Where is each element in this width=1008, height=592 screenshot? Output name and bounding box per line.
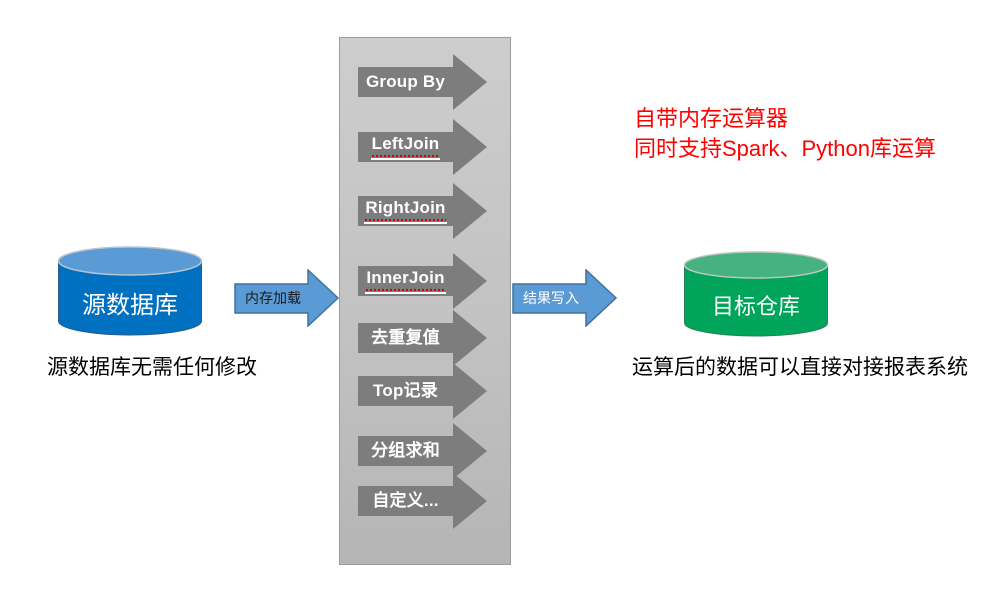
- memory-load-arrow: 内存加载: [234, 269, 340, 327]
- operation-label: RightJoin: [358, 183, 453, 239]
- right-arrow-icon: [358, 423, 487, 479]
- operation-arrow-custom: 自定义...: [358, 473, 487, 529]
- right-arrow-icon: [234, 269, 340, 327]
- target-warehouse-label: 目标仓库: [711, 294, 800, 319]
- operation-arrow-top-records: Top记录: [358, 363, 487, 419]
- operations-panel: Group By LeftJoin RightJoin InnerJoin 去重…: [339, 37, 511, 565]
- cylinder-shape: [683, 251, 829, 337]
- right-arrow-icon: [358, 363, 487, 419]
- memory-load-label: 内存加载: [245, 290, 301, 306]
- operation-arrow-dedupe: 去重复值: [358, 310, 487, 366]
- source-database-label: 源数据库: [82, 291, 178, 319]
- operation-label: 去重复值: [371, 328, 440, 348]
- result-write-label: 结果写入: [523, 290, 579, 306]
- source-caption: 源数据库无需任何修改: [47, 356, 257, 379]
- source-database-cylinder: 源数据库: [57, 246, 203, 336]
- red-note: 自带内存运算器 同时支持Spark、Python库运算: [634, 104, 936, 164]
- target-warehouse-cylinder: 目标仓库: [683, 251, 829, 337]
- operation-arrow-groupby: Group By: [358, 54, 487, 110]
- operation-label: InnerJoin: [358, 253, 453, 309]
- operation-label: Top记录: [373, 381, 438, 401]
- right-arrow-icon: [358, 473, 487, 529]
- operation-label: LeftJoin: [358, 119, 453, 175]
- operation-arrow-rightjoin: RightJoin: [358, 183, 487, 239]
- operation-arrow-group-sum: 分组求和: [358, 423, 487, 479]
- result-write-arrow: 结果写入: [512, 269, 618, 327]
- target-caption: 运算后的数据可以直接对接报表系统: [632, 356, 968, 379]
- right-arrow-icon: [358, 310, 487, 366]
- red-note-line1: 自带内存运算器: [634, 106, 789, 131]
- red-note-line2: 同时支持Spark、Python库运算: [634, 136, 936, 161]
- operation-label: 分组求和: [371, 441, 440, 461]
- operation-label: 自定义...: [372, 491, 439, 511]
- right-arrow-icon: [512, 269, 618, 327]
- cylinder-shape: [57, 246, 203, 336]
- right-arrow-icon: [358, 54, 487, 110]
- operation-label: Group By: [365, 72, 446, 92]
- operation-arrow-innerjoin: InnerJoin: [358, 253, 487, 309]
- operation-arrow-leftjoin: LeftJoin: [358, 119, 487, 175]
